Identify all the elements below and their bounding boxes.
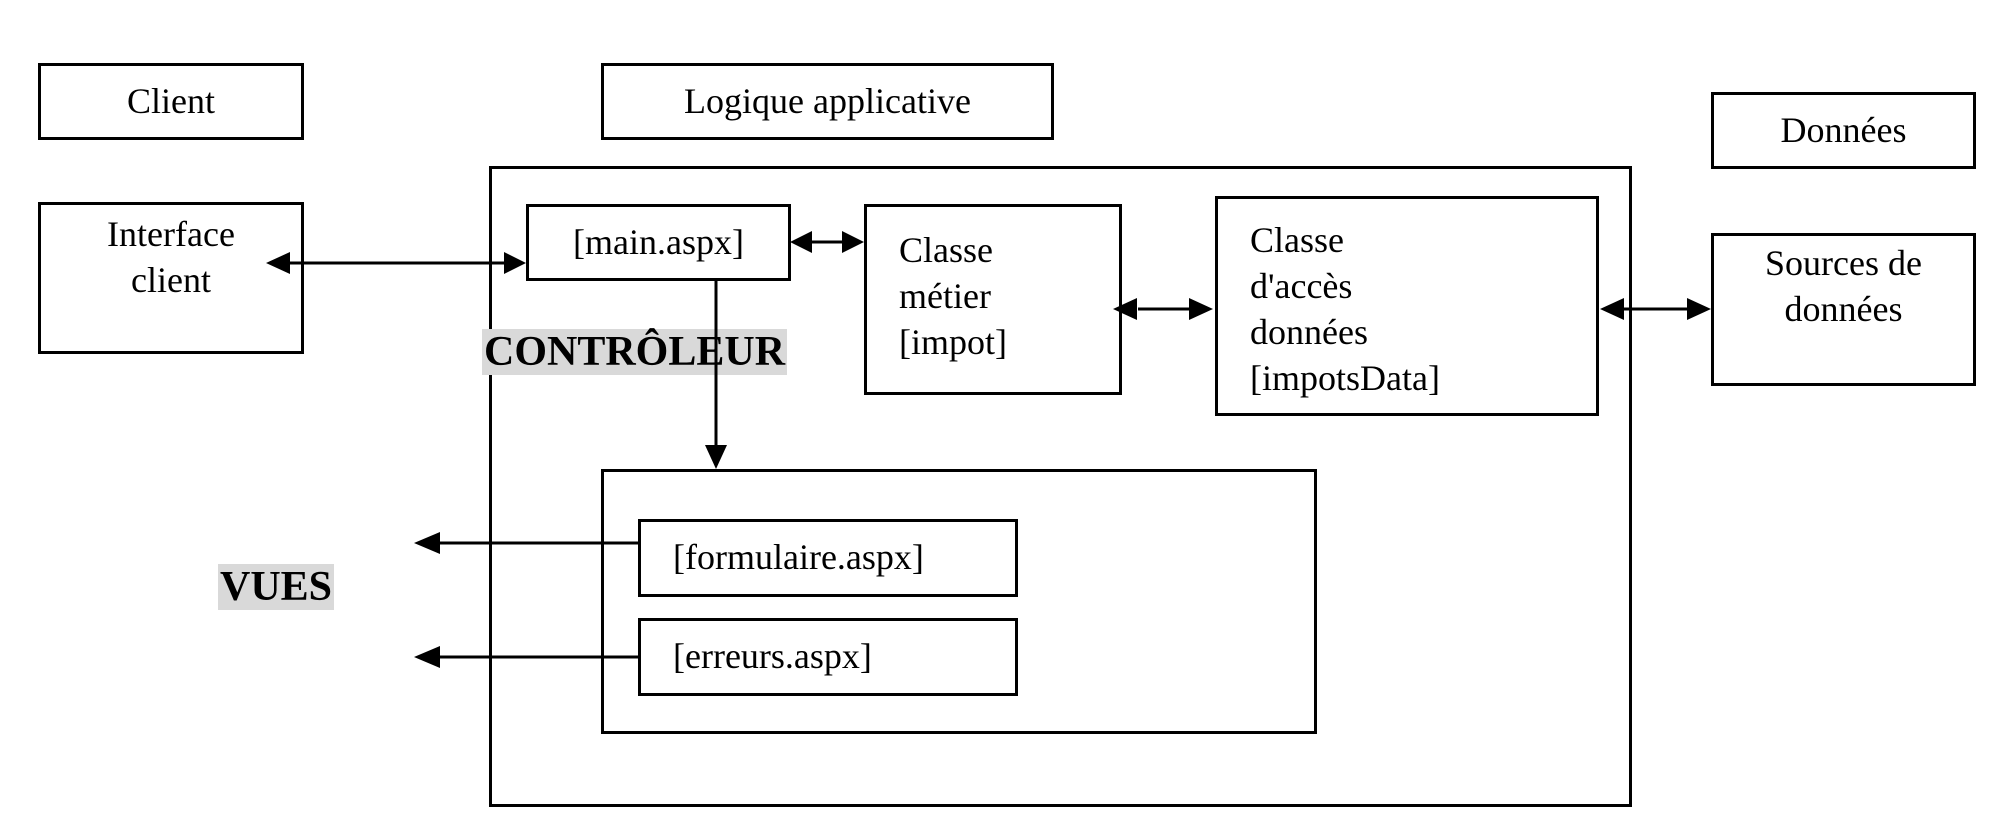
errors-view-label: [erreurs.aspx] bbox=[673, 636, 872, 676]
errors-view-box: [erreurs.aspx] bbox=[638, 618, 1018, 696]
data-access-line1: Classe bbox=[1250, 220, 1344, 260]
data-access-line3: données bbox=[1250, 312, 1368, 352]
logic-header-label: Logique applicative bbox=[684, 81, 971, 121]
data-access-class-box: Classe d'accès données [impotsData] bbox=[1215, 196, 1599, 416]
business-class-line1: Classe bbox=[899, 230, 993, 270]
client-interface-line2: client bbox=[131, 260, 211, 300]
logic-header: Logique applicative bbox=[601, 63, 1054, 140]
data-header: Données bbox=[1711, 92, 1976, 169]
data-access-line2: d'accès bbox=[1250, 266, 1353, 306]
client-interface-line1: Interface bbox=[107, 214, 235, 254]
client-interface-box: Interface client bbox=[38, 202, 304, 354]
arrowhead-errors-out bbox=[414, 646, 440, 668]
client-header-label: Client bbox=[127, 81, 215, 121]
data-sources-line2: données bbox=[1784, 289, 1903, 329]
data-header-label: Données bbox=[1780, 110, 1907, 150]
controller-label: CONTRÔLEUR bbox=[482, 329, 788, 375]
business-class-line2: métier bbox=[899, 276, 991, 316]
client-header: Client bbox=[38, 63, 304, 140]
business-class-line3: [impot] bbox=[899, 322, 1007, 362]
data-sources-line1: Sources de bbox=[1765, 243, 1922, 283]
controller-file-label: [main.aspx] bbox=[573, 222, 744, 262]
data-access-line4: [impotsData] bbox=[1250, 358, 1440, 398]
business-class-box: Classe métier [impot] bbox=[864, 204, 1122, 395]
form-view-box: [formulaire.aspx] bbox=[638, 519, 1018, 597]
arrowhead-sources bbox=[1687, 298, 1711, 320]
form-view-label: [formulaire.aspx] bbox=[673, 537, 924, 577]
arrowhead-form-out bbox=[414, 532, 440, 554]
data-sources-box: Sources de données bbox=[1711, 233, 1976, 386]
controller-box: [main.aspx] bbox=[526, 204, 791, 281]
views-label: VUES bbox=[218, 564, 335, 610]
